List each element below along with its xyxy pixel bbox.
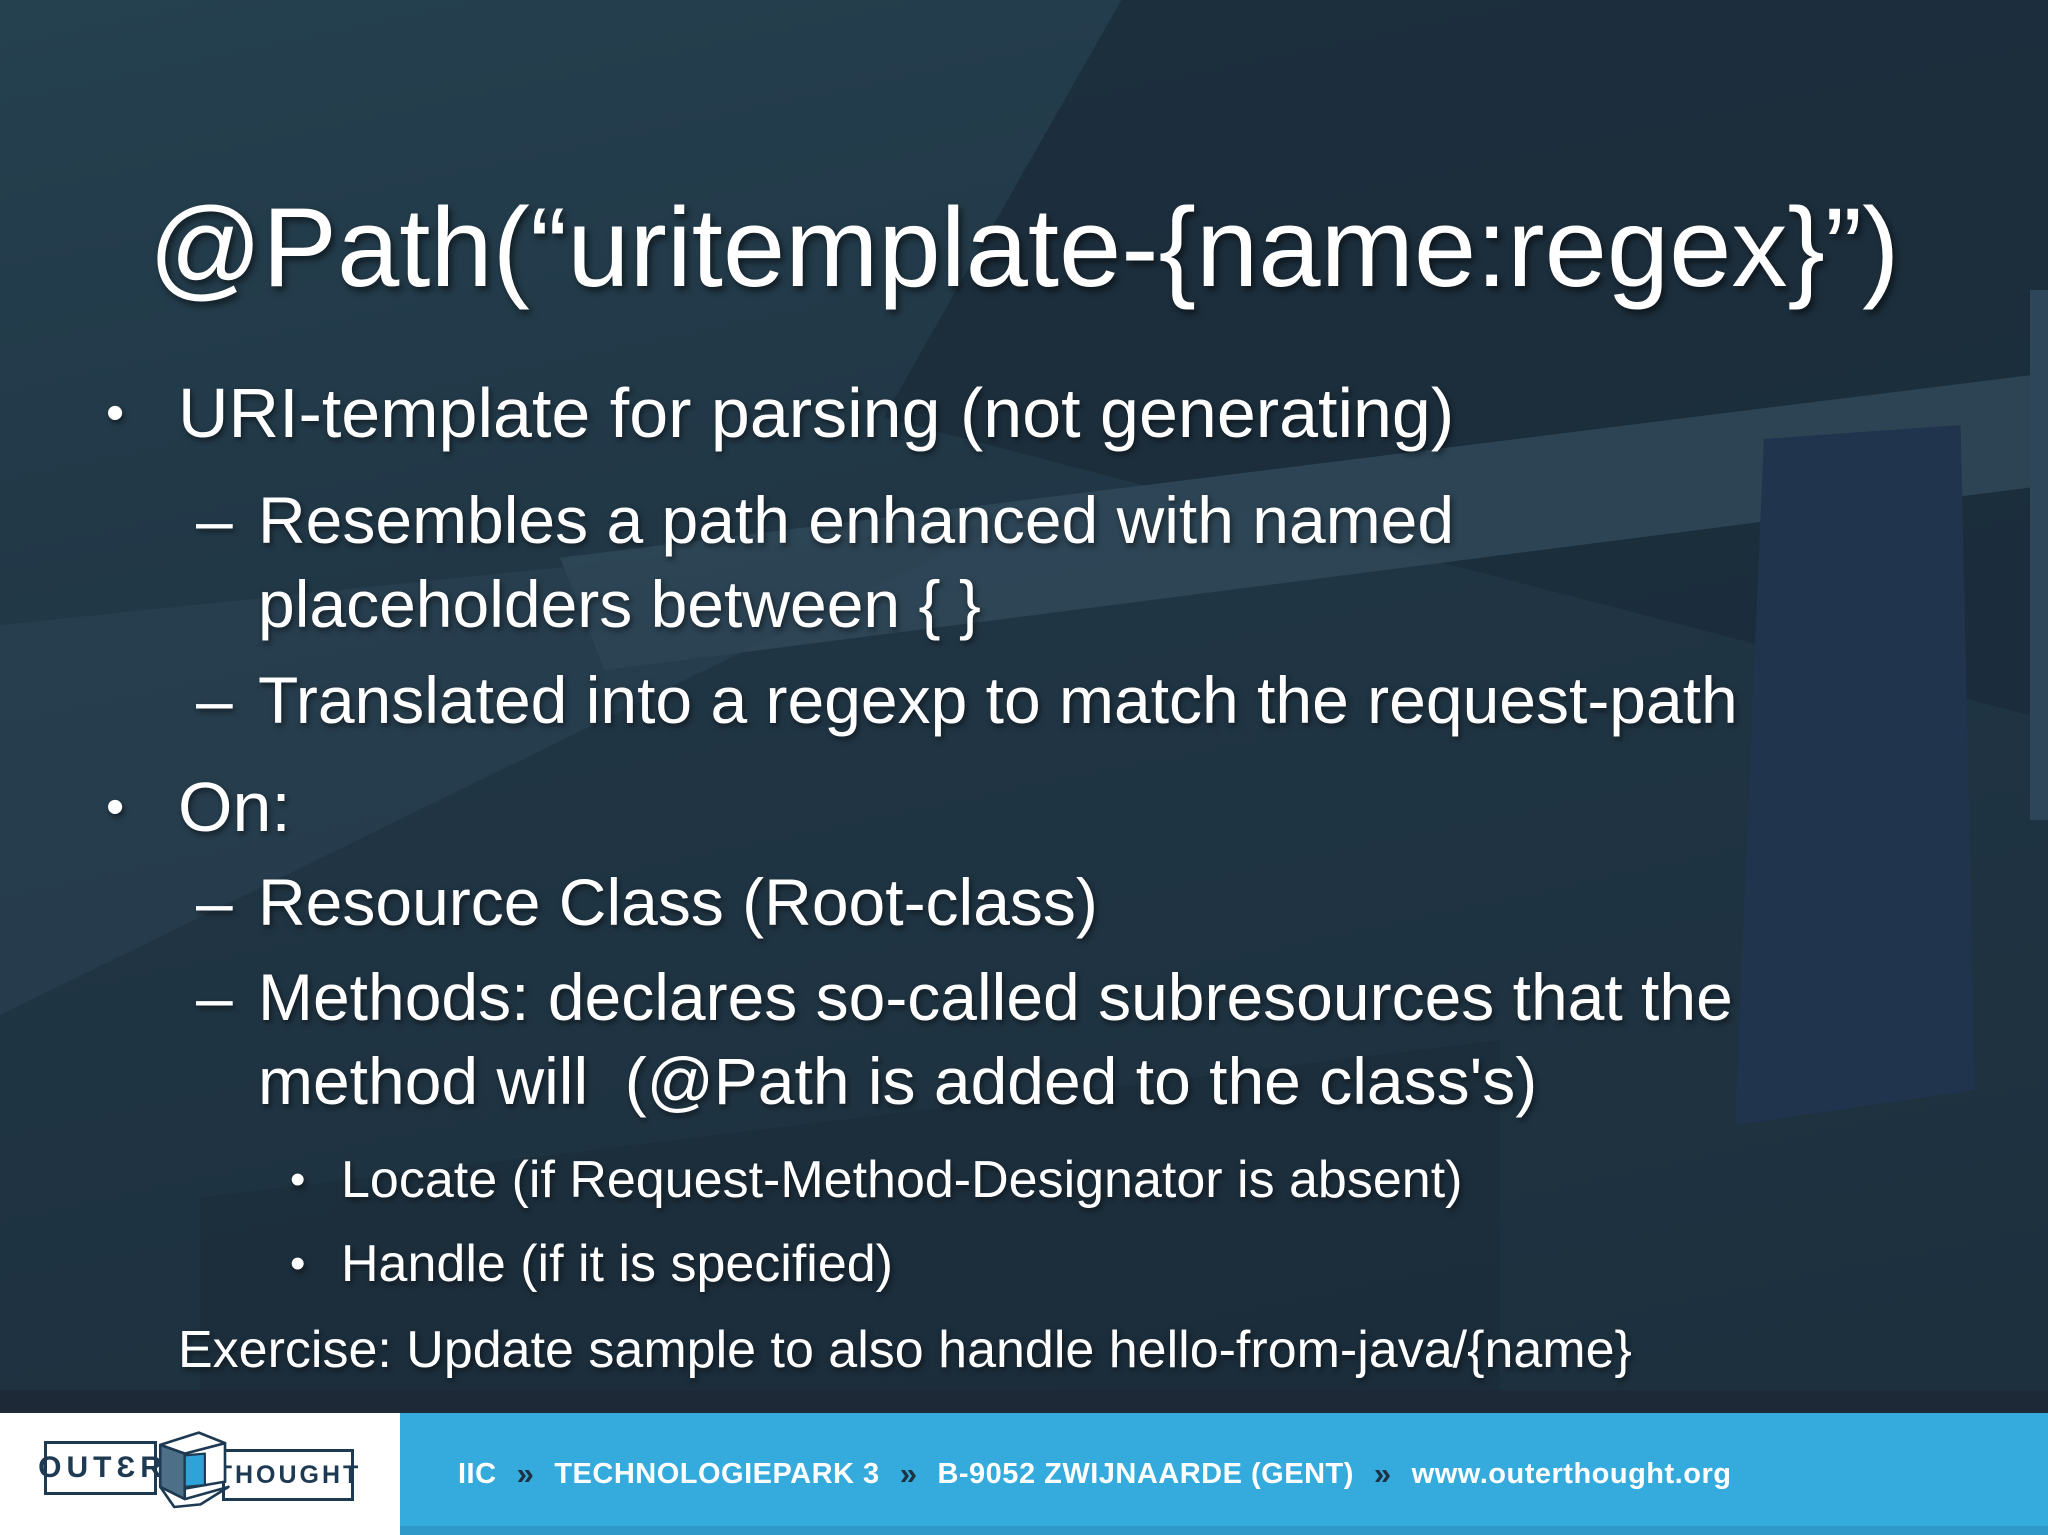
bg-cube-shape xyxy=(1735,425,1975,1125)
bullet-translated-regexp: – Translated into a regexp to match the … xyxy=(0,658,2048,742)
slide-body: • URI-template for parsing (not generati… xyxy=(0,370,2048,1383)
bullet-text: On: xyxy=(178,768,291,846)
exercise-text: Exercise: Update sample to also handle h… xyxy=(178,1321,1632,1379)
logo-outer-box: OUTƐR xyxy=(38,1441,162,1495)
bullet-uri-template: • URI-template for parsing (not generati… xyxy=(0,370,2048,456)
bullet-text: Methods: declares so-called subresources… xyxy=(258,960,1733,1034)
outerthought-logo: OUTƐR THOUGHT xyxy=(0,1413,400,1535)
bullet-dot-marker: • xyxy=(106,778,125,836)
bullet-dash-marker: – xyxy=(196,865,233,939)
address-item-street: TECHNOLOGIEPARK 3 xyxy=(554,1457,880,1490)
bullet-dot-marker: • xyxy=(290,1155,306,1204)
chevrons-separator-icon: » xyxy=(1373,1456,1392,1491)
chevrons-separator-icon: » xyxy=(516,1456,535,1491)
bg-footer-shadow-band xyxy=(0,1390,2048,1415)
bullet-dash-marker: – xyxy=(196,960,233,1034)
bg-cube-shape xyxy=(2030,290,2048,820)
bullet-on: • On: xyxy=(0,764,2048,850)
bullet-dot-marker: • xyxy=(290,1239,306,1288)
logo-outer-text: OUTƐR xyxy=(38,1451,167,1484)
bullet-text: Handle (if it is specified) xyxy=(341,1235,893,1293)
chevrons-separator-icon: » xyxy=(899,1456,918,1491)
bullet-text: URI-template for parsing (not generating… xyxy=(178,374,1455,452)
exercise-note: Exercise: Update sample to also handle h… xyxy=(0,1317,2048,1383)
footer-bar: OUTƐR THOUGHT IIC » TECHNOLOGIEPARK 3 » … xyxy=(0,1413,2048,1535)
bullet-locate: • Locate (if Request-Method-Designator i… xyxy=(0,1147,2048,1213)
bullet-methods: – Methods: declares so-called subresourc… xyxy=(0,955,2048,1123)
logo-thought-text: THOUGHT xyxy=(216,1460,362,1489)
address-item-website: www.outerthought.org xyxy=(1411,1457,1732,1490)
address-item-iic: IIC xyxy=(458,1457,497,1490)
bullet-text: Resembles a path enhanced with named xyxy=(258,483,1455,557)
bullet-text: Resource Class (Root-class) xyxy=(258,865,1098,939)
bullet-resembles-path: – Resembles a path enhanced with named p… xyxy=(0,478,2048,646)
bullet-text: method will (@Path is added to the class… xyxy=(258,1044,1538,1118)
footer-address-bar xyxy=(400,1413,2048,1535)
bullet-text: Locate (if Request-Method-Designator is … xyxy=(341,1151,1463,1209)
outerthought-cube-icon xyxy=(158,1431,230,1509)
logo-thought-box: THOUGHT xyxy=(217,1449,358,1501)
slide-title: @Path(“uritemplate-{name:regex}”) xyxy=(148,185,1900,311)
footer-address: IIC » TECHNOLOGIEPARK 3 » B-9052 ZWIJNAA… xyxy=(458,1413,1731,1535)
bullet-dash-marker: – xyxy=(196,663,233,737)
bullet-dot-marker: • xyxy=(106,384,125,442)
address-item-city: B-9052 ZWIJNAARDE (GENT) xyxy=(937,1457,1354,1490)
bullet-dash-marker: – xyxy=(196,483,233,557)
bullet-handle: • Handle (if it is specified) xyxy=(0,1231,2048,1297)
bullet-resource-class: – Resource Class (Root-class) xyxy=(0,860,2048,944)
bullet-text: placeholders between { } xyxy=(258,567,981,641)
bullet-text: Translated into a regexp to match the re… xyxy=(258,663,1738,737)
